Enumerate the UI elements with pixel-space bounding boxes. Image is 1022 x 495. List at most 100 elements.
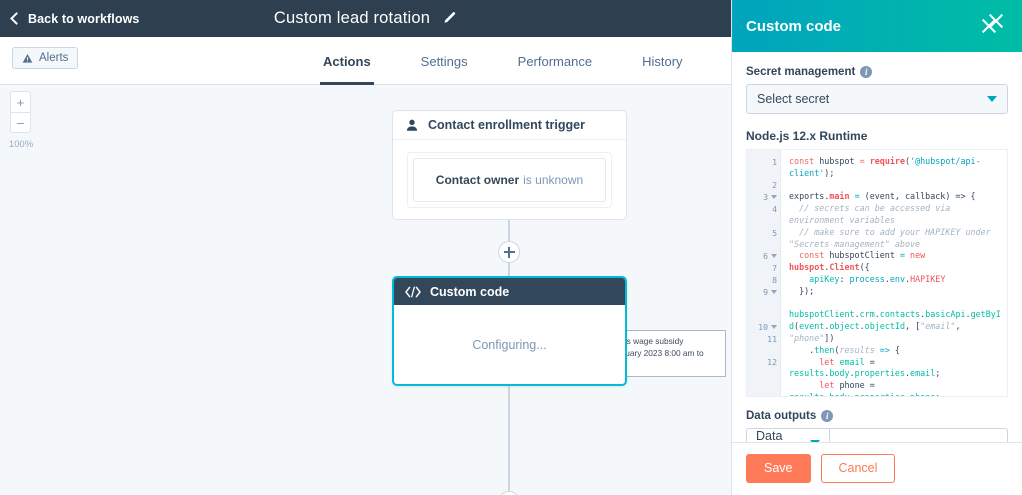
gutter-line: 8	[747, 274, 780, 286]
pencil-icon[interactable]	[442, 11, 457, 26]
line-number: 5	[772, 227, 777, 238]
data-outputs-label: Data outputs	[746, 410, 817, 422]
info-icon[interactable]: i	[860, 66, 873, 78]
flow-diagram: Contact enrollment trigger Contact owner…	[0, 86, 731, 495]
custom-code-node[interactable]: Custom code Configuring...	[392, 276, 627, 386]
gutter-line: 3	[747, 191, 780, 203]
tab-settings-label: Settings	[420, 53, 468, 69]
data-type-label: Data type	[756, 429, 783, 442]
code-line: });	[789, 285, 815, 296]
line-number: 10	[758, 322, 768, 333]
connector-line-1	[508, 220, 510, 252]
tab-actions-label: Actions	[323, 53, 371, 69]
line-number: 3	[763, 192, 768, 203]
connector-line-3	[508, 386, 510, 416]
workflow-canvas[interactable]: + – 100% Contact enrollment trigger	[0, 86, 731, 495]
top-navigation-bar: Back to workflows Custom lead rotation	[0, 0, 731, 37]
chevron-down-icon	[810, 440, 820, 442]
gutter-line: 10	[747, 321, 780, 333]
line-number: 8	[772, 274, 777, 285]
tab-performance[interactable]: Performance	[515, 37, 595, 85]
code-line: apiKey: process.env.HAPIKEY	[809, 273, 946, 284]
panel-footer: Save Cancel	[732, 442, 1022, 495]
minus-icon: –	[16, 115, 25, 130]
gutter-line: 6	[747, 250, 780, 262]
gutter-line: 9	[747, 286, 780, 298]
tab-settings[interactable]: Settings	[418, 37, 471, 85]
close-panel-button[interactable]	[980, 11, 1010, 41]
tab-history[interactable]: History	[639, 37, 685, 85]
info-icon[interactable]: i	[821, 410, 834, 422]
gutter-spacer	[747, 309, 780, 321]
data-output-row: Data type	[746, 428, 1008, 442]
data-output-name-input[interactable]	[829, 428, 1008, 442]
trigger-node-header: Contact enrollment trigger	[393, 111, 626, 140]
back-to-workflows-link[interactable]: Back to workflows	[10, 12, 139, 26]
fold-arrow-icon[interactable]	[771, 195, 777, 200]
line-number: 1	[772, 156, 777, 167]
warning-triangle-icon	[22, 53, 33, 63]
add-step-button-2[interactable]	[498, 491, 520, 495]
select-secret-dropdown[interactable]: Select secret	[746, 84, 1008, 114]
code-line	[789, 298, 1003, 310]
fold-arrow-icon[interactable]	[771, 325, 777, 330]
custom-code-node-title: Custom code	[430, 284, 510, 299]
line-number: 9	[763, 286, 768, 297]
filter-group: Contact owner is unknown	[407, 152, 612, 208]
code-line: .then(results => {	[789, 344, 900, 355]
line-number: 7	[772, 263, 777, 274]
gutter-line: 2	[747, 180, 780, 192]
code-line: exports.main = (event, callback) => {	[789, 191, 976, 202]
fold-arrow-icon[interactable]	[771, 254, 777, 259]
filter-criterion[interactable]: Contact owner is unknown	[413, 158, 606, 202]
save-button[interactable]: Save	[746, 454, 811, 483]
line-number: 2	[772, 180, 777, 191]
gutter-spacer	[747, 345, 780, 357]
filter-property: Contact owner	[435, 173, 520, 187]
cancel-button[interactable]: Cancel	[820, 454, 896, 483]
secret-management-label: Secret management	[746, 66, 856, 78]
select-secret-value: Select secret	[757, 92, 830, 106]
editor-scrollbar[interactable]	[1002, 150, 1007, 396]
alerts-button[interactable]: Alerts	[12, 47, 79, 69]
gutter-spacer	[747, 168, 780, 180]
gutter-spacer	[747, 239, 780, 251]
panel-body: Secret management i Select secret Node.j…	[732, 52, 1022, 442]
tab-actions[interactable]: Actions	[320, 37, 374, 85]
code-line: // make sure to add your HAPIKEY under "…	[789, 226, 996, 249]
trigger-node-title: Contact enrollment trigger	[428, 118, 585, 132]
add-step-button-1[interactable]	[498, 241, 520, 263]
code-line	[789, 180, 1003, 192]
gutter-line: 7	[747, 262, 780, 274]
secret-management-label-row: Secret management i	[746, 66, 1008, 78]
zoom-in-button[interactable]: +	[10, 91, 31, 112]
contact-enrollment-trigger-node[interactable]: Contact enrollment trigger Contact owner…	[392, 110, 627, 220]
zoom-out-button[interactable]: –	[10, 112, 31, 133]
code-line: hubspotClient.crm.contacts.basicApi.getB…	[789, 309, 1001, 343]
gutter-line: 11	[747, 333, 780, 345]
panel-header: Custom code	[732, 0, 1022, 52]
gutter-spacer	[747, 215, 780, 227]
custom-code-node-status: Configuring...	[472, 337, 547, 352]
code-line: const hubspotClient = new hubspot.Client…	[789, 250, 926, 273]
connector-line-4	[508, 416, 510, 495]
fold-arrow-icon[interactable]	[771, 289, 777, 294]
data-type-dropdown[interactable]: Data type	[746, 428, 829, 442]
line-number: 11	[767, 333, 777, 344]
close-x-icon-secondary	[987, 12, 1005, 30]
chevron-left-icon	[10, 12, 23, 25]
code-editor-text[interactable]: const hubspot = require('@hubspot/api-cl…	[781, 150, 1007, 396]
code-brackets-icon	[405, 286, 421, 297]
gutter-line: 5	[747, 227, 780, 239]
line-number: 4	[772, 204, 777, 215]
data-outputs-label-row: Data outputs i	[746, 410, 1008, 422]
line-number: 12	[767, 357, 777, 368]
code-line: let email = results.body.properties.emai…	[789, 356, 941, 379]
sub-header-bar: Alerts Actions Settings Performance Hist…	[0, 37, 731, 85]
gutter-line: 1	[747, 156, 780, 168]
runtime-label: Node.js 12.x Runtime	[746, 129, 868, 143]
custom-code-side-panel: Custom code Secret management i Select s…	[731, 0, 1022, 495]
code-editor[interactable]: 1 2 3 4 5 6 7 8 9 10 11	[746, 149, 1008, 397]
tab-performance-label: Performance	[517, 53, 593, 69]
code-line: const hubspot = require('@hubspot/api-cl…	[789, 156, 981, 178]
